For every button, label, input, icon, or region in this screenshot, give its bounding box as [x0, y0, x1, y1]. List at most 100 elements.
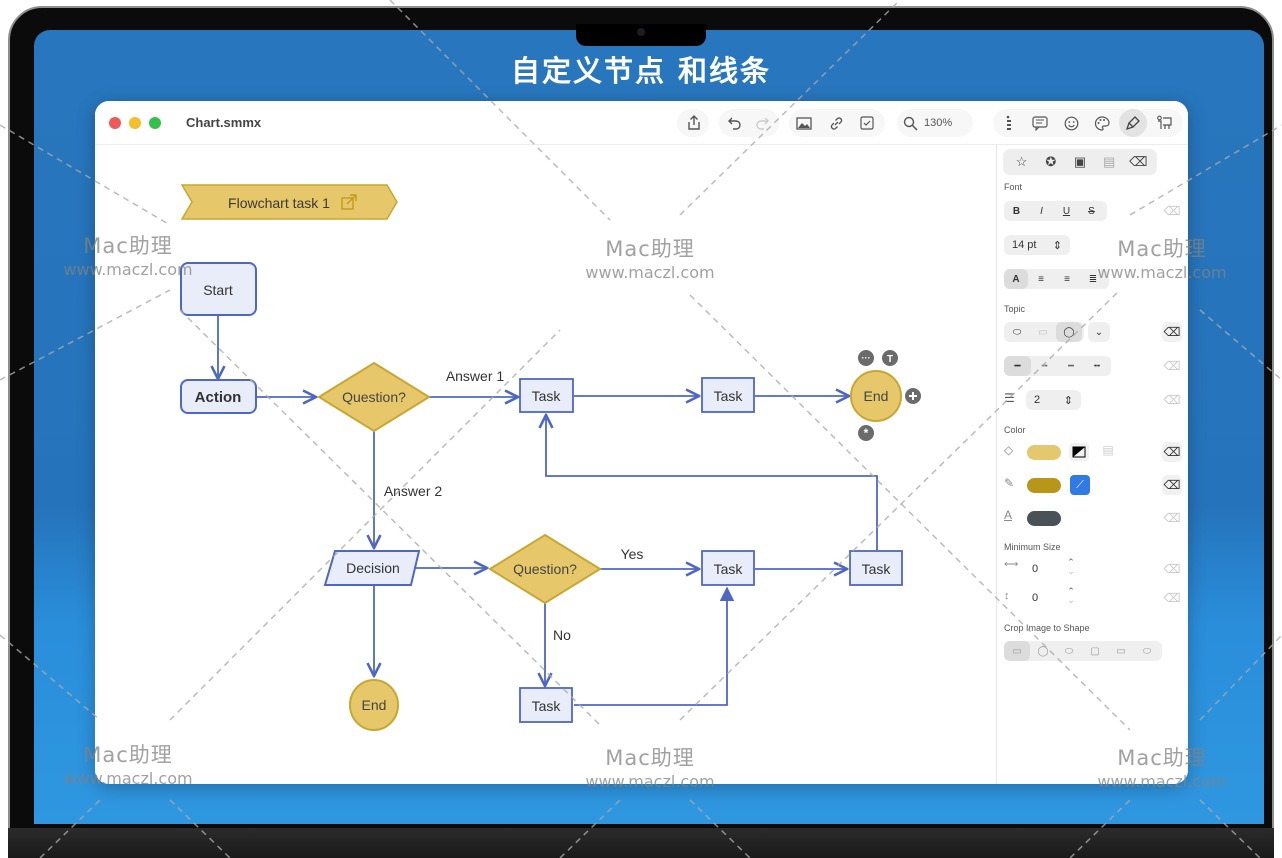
clear-border-eraser-icon[interactable]: ⌫ — [1162, 475, 1182, 495]
node-question-2[interactable]: Question? — [488, 533, 602, 605]
shape-rect-button[interactable]: ▭ — [1038, 326, 1048, 338]
chevron-down-icon: ⌄ — [1094, 326, 1104, 338]
node-task-1[interactable]: Task — [519, 378, 574, 413]
style-tab-star-icon[interactable]: ☆ — [1015, 154, 1028, 169]
node-more-handle[interactable]: ··· — [858, 350, 874, 366]
text-color-button[interactable]: A — [1004, 269, 1028, 289]
palette-icon[interactable] — [1091, 111, 1113, 135]
image-icon[interactable] — [793, 111, 815, 135]
min-height-spinner[interactable]: ⌃⌄ — [1067, 586, 1075, 605]
node-task-2[interactable]: Task — [701, 377, 755, 413]
laptop-base — [8, 828, 1274, 858]
crop-oval-button[interactable]: ⬭ — [1142, 645, 1152, 657]
italic-button[interactable]: I — [1040, 205, 1043, 217]
node-text-handle[interactable]: T — [882, 350, 898, 366]
share-icon[interactable] — [683, 111, 705, 135]
outline-icon[interactable] — [1000, 111, 1018, 135]
text-color-swatch[interactable] — [1027, 511, 1061, 526]
color-section-label: Color — [1004, 425, 1026, 435]
clear-font-style-eraser-icon[interactable]: ⌫ — [1163, 204, 1181, 218]
link-icon[interactable] — [825, 111, 847, 135]
app-window: Chart.smmx 130% — [95, 101, 1188, 784]
style-tab-image-star-icon[interactable]: ▣ — [1073, 154, 1087, 169]
node-end-2-label: End — [362, 697, 387, 713]
banner-node-flowchart-task[interactable]: Flowchart task 1 — [180, 184, 398, 220]
add-child-handle[interactable] — [905, 388, 921, 404]
line-dotted-button[interactable]: ┉ — [1041, 360, 1048, 372]
node-task-3[interactable]: Task — [701, 550, 755, 586]
clear-text-color-eraser-icon[interactable]: ⌫ — [1163, 511, 1181, 525]
clear-line-width-eraser-icon[interactable]: ⌫ — [1163, 393, 1181, 407]
node-end-1[interactable]: End — [850, 370, 902, 422]
style-tab-star-clock-icon[interactable]: ✪ — [1045, 154, 1057, 169]
min-width-field[interactable]: 0 — [1032, 563, 1039, 575]
node-end-1-label: End — [864, 388, 889, 404]
close-button[interactable] — [109, 117, 121, 129]
line-long-dash-button[interactable]: ╍ — [1093, 360, 1101, 372]
format-icon[interactable] — [1119, 109, 1147, 137]
node-end-2[interactable]: End — [349, 679, 399, 731]
node-task-4[interactable]: Task — [519, 687, 573, 723]
presentation-icon[interactable] — [1153, 111, 1175, 135]
redo-icon[interactable] — [751, 111, 773, 135]
clear-shape-eraser-icon[interactable]: ⌫ — [1162, 322, 1182, 342]
inspector-tabs: ☆ ✪ ▣ ▤ ⌫ — [1003, 149, 1157, 175]
crop-ellipse-button[interactable]: ⬭ — [1064, 645, 1074, 657]
node-task-3-label: Task — [714, 561, 744, 577]
minimize-button[interactable] — [129, 117, 141, 129]
canvas[interactable]: Flowchart task 1 Start Action Question? — [95, 145, 996, 784]
notes-icon[interactable] — [1029, 111, 1051, 135]
shape-circle-button[interactable]: ◯ — [1056, 322, 1082, 342]
min-width-spinner[interactable]: ⌃⌄ — [1067, 557, 1075, 576]
crop-circle-button[interactable]: ◯ — [1037, 645, 1049, 657]
style-tab-doc-star-icon[interactable]: ▤ — [1103, 154, 1116, 169]
line-width-stepper[interactable]: 2⇕ — [1026, 390, 1081, 410]
node-task-5[interactable]: Task — [849, 550, 903, 586]
line-dashed-button[interactable]: ┅ — [1067, 360, 1075, 372]
crop-rect-button[interactable]: ▭ — [1004, 641, 1030, 661]
align-left-button[interactable]: ≡ — [1038, 273, 1044, 285]
crop-rounded-rect-button[interactable]: ▭ — [1116, 645, 1126, 657]
fill-pattern-icon[interactable]: ▤ — [1102, 443, 1114, 457]
line-width-value: 2 — [1034, 394, 1041, 406]
node-action[interactable]: Action — [180, 379, 257, 414]
zoom-group — [897, 109, 973, 137]
min-size-section-label: Minimum Size — [1004, 542, 1061, 552]
zoom-window-button[interactable] — [149, 117, 161, 129]
node-question-1[interactable]: Question? — [317, 361, 431, 433]
style-tab-eraser-icon[interactable]: ⌫ — [1129, 154, 1148, 169]
crop-square-button[interactable]: ▢ — [1090, 645, 1100, 657]
fill-gradient-button[interactable] — [1069, 443, 1089, 461]
search-icon — [903, 116, 918, 131]
clear-min-height-eraser-icon[interactable]: ⌫ — [1163, 591, 1181, 605]
strikethrough-button[interactable]: S — [1088, 205, 1095, 217]
line-solid-button[interactable]: ━ — [1004, 356, 1031, 376]
camera-notch — [576, 24, 706, 46]
min-height-field[interactable]: 0 — [1032, 592, 1039, 604]
node-task-2-label: Task — [714, 388, 744, 404]
bold-button[interactable]: B — [1012, 205, 1021, 217]
undo-icon[interactable] — [723, 111, 745, 135]
zoom-control[interactable]: 130% — [903, 111, 973, 135]
auto-color-magic-wand-button[interactable]: ⟋ — [1070, 475, 1090, 495]
fill-color-swatch[interactable] — [1027, 445, 1061, 460]
emoji-icon[interactable] — [1060, 111, 1082, 135]
shape-rounded-rect-button[interactable]: ⬭ — [1012, 326, 1022, 338]
checkbox-icon[interactable] — [856, 111, 878, 135]
edge-label-answer-1: Answer 1 — [446, 368, 505, 384]
align-center-button[interactable]: ≡ — [1064, 273, 1070, 285]
topic-shape-group: ⬭ ▭ ◯ — [1004, 322, 1084, 342]
border-color-swatch[interactable] — [1027, 478, 1061, 493]
clear-min-width-eraser-icon[interactable]: ⌫ — [1163, 562, 1181, 576]
node-start[interactable]: Start — [180, 262, 257, 316]
align-right-button[interactable]: ≣ — [1088, 273, 1098, 285]
node-style-handle[interactable]: * — [858, 425, 874, 441]
more-shapes-dropdown[interactable]: ⌄ — [1088, 322, 1110, 342]
font-size-stepper[interactable]: 14 pt⇕ — [1004, 235, 1070, 255]
clear-fill-eraser-icon[interactable]: ⌫ — [1162, 442, 1182, 462]
border-pen-icon: ✎ — [1004, 476, 1015, 490]
node-decision[interactable]: Decision — [323, 550, 421, 586]
underline-button[interactable]: U — [1062, 205, 1071, 217]
clear-line-style-eraser-icon[interactable]: ⌫ — [1163, 359, 1181, 373]
fill-bucket-icon: ◇ — [1004, 443, 1014, 457]
